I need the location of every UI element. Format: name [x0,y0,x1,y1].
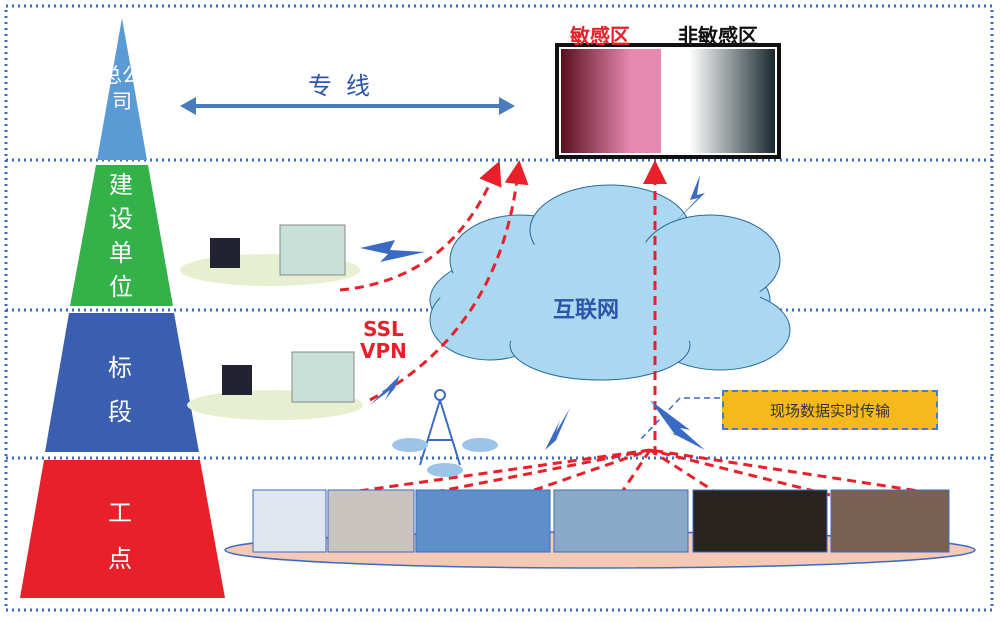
non-sensitive-servers-image [661,49,775,153]
tier-label-section: 标段 [108,354,132,426]
dedicated-line-arrow [180,97,515,115]
tier-label-owner: 建设单位 [109,171,133,301]
pyramid-tier-site [20,460,225,598]
pyramid-tier-owner [70,165,173,306]
realtime-transfer-callout: 现场数据实时传输 [722,390,938,430]
pyramid-tier-section [45,313,199,452]
ssl-vpn-label: SSL VPN [360,318,407,362]
dedicated-line-label: 专线 [308,72,384,100]
sensitive-servers-image [561,49,661,153]
owner-office-icon [210,224,346,276]
callout-leader [639,397,720,441]
data-flow-arrows [329,160,946,497]
section-office-icon [222,351,355,403]
tier-label-hq: 总公司 [102,63,142,113]
site-photos [252,489,950,553]
cell-tower-icon [419,389,461,466]
vpn-label: VPN [360,339,407,363]
ssl-label: SSL [363,317,404,341]
outer-border [4,4,994,612]
tier-label-site: 工点 [108,499,132,573]
cell-hexagons [392,438,498,477]
sensitive-zone-label: 敏感区 [570,24,630,48]
pyramid-tier-hq [97,18,147,160]
internet-label: 互联网 [553,298,620,323]
non-sensitive-zone-label: 非敏感区 [678,24,758,48]
wireless-icons [360,175,705,450]
